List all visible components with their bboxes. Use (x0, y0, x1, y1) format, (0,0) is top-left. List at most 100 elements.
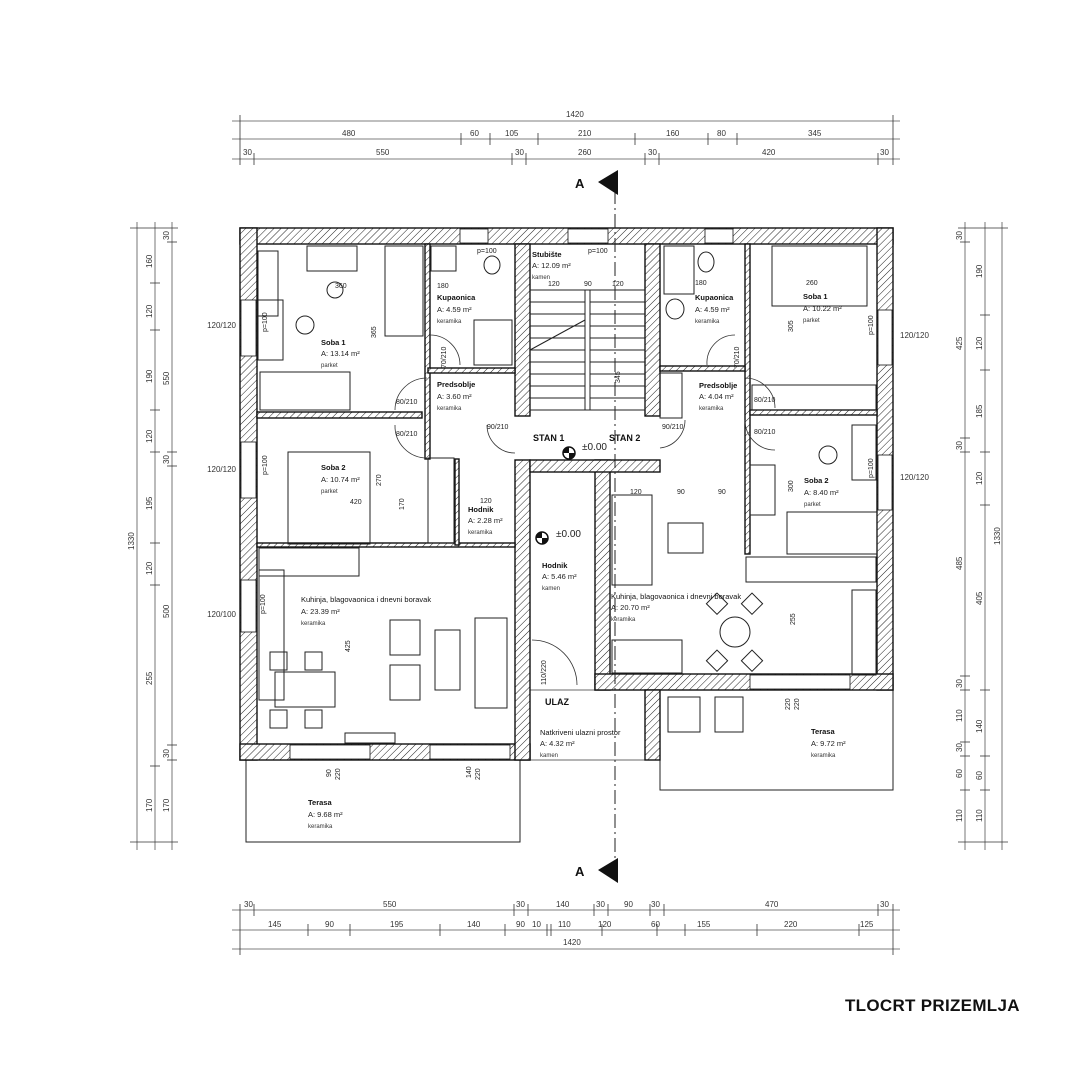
dim: 30 (955, 679, 964, 688)
dim: 90 (325, 920, 334, 929)
terraces (245, 689, 894, 843)
dim: 160 (145, 254, 154, 268)
dim: 140 (467, 920, 481, 929)
room-floor: keramika (437, 406, 462, 412)
room-name: Soba 2 (804, 476, 829, 485)
section-label: A (575, 864, 585, 879)
window-dim: 120/120 (900, 331, 929, 340)
dim: 220 (475, 768, 482, 780)
window-label: p=100 (262, 455, 269, 475)
window-dim: 120/100 (207, 610, 236, 619)
room-floor: keramika (301, 621, 326, 627)
dim: 195 (145, 496, 154, 510)
window-label: p=100 (262, 312, 269, 332)
room-floor: keramika (811, 753, 836, 759)
stairs (529, 289, 646, 411)
room-area: A: 2.28 m² (468, 516, 503, 525)
dim: 110 (955, 709, 964, 722)
dim: 105 (505, 129, 519, 138)
room-floor: keramika (611, 617, 636, 623)
dim: 140 (556, 900, 570, 909)
dim: 30 (516, 900, 525, 909)
dim: 210 (578, 129, 592, 138)
dim: 190 (145, 369, 154, 383)
room-name: Kupaonica (695, 293, 734, 302)
level-label: ±0.00 (556, 529, 581, 540)
dim: 195 (390, 920, 404, 929)
dim: 120 (975, 336, 984, 350)
dim: 120 (145, 561, 154, 575)
dim: 120 (145, 429, 154, 443)
dim: 480 (342, 129, 356, 138)
interior-dimensions: 360 365 180 270 420 170 120 425 120 90 1… (326, 280, 818, 780)
room-area: A: 8.40 m² (804, 488, 839, 497)
door-label: 90/210 (487, 424, 509, 431)
section-arrow-icon (598, 170, 618, 195)
dim: 90 (584, 281, 592, 288)
window-label: p=100 (868, 315, 875, 335)
room-labels: Soba 1 A: 13.14 m² parket Kupaonica A: 4… (301, 250, 846, 830)
room-area: A: 4.59 m² (695, 305, 730, 314)
room-hodnik-left: Hodnik A: 2.28 m² keramika (468, 505, 503, 536)
dim: 345 (615, 371, 622, 383)
dim: 60 (651, 920, 660, 929)
dim: 300 (788, 480, 795, 492)
dim: 185 (975, 404, 984, 418)
room-terasa-left: Terasa A: 9.68 m² keramika (308, 798, 343, 830)
room-terasa-right: Terasa A: 9.72 m² keramika (811, 727, 846, 759)
room-name: Kuhinja, blagovaonica i dnevni boravak (611, 592, 741, 601)
dim: 420 (762, 148, 776, 157)
dim: 110 (955, 809, 964, 822)
dim: 550 (383, 900, 397, 909)
door-label: 70/210 (734, 346, 741, 368)
room-predsoblje-right: Predsoblje A: 4.04 m² keramika (699, 381, 737, 412)
door-label: 80/210 (754, 397, 776, 404)
dim: 420 (350, 499, 362, 506)
level-label: ±0.00 (582, 442, 607, 453)
dim: 180 (695, 280, 707, 287)
dim: 120 (598, 920, 612, 929)
drawing-title: TLOCRT PRIZEMLJA (845, 996, 1020, 1015)
dim: 145 (268, 920, 282, 929)
dim: 170 (162, 798, 171, 812)
room-floor: parket (804, 502, 821, 508)
room-floor: parket (321, 489, 338, 495)
dim: 110 (558, 920, 571, 929)
dim: 30 (244, 900, 253, 909)
doors (394, 334, 776, 686)
room-kupaonica-right: Kupaonica A: 4.59 m² keramika (695, 293, 734, 325)
door-label: 70/210 (441, 346, 448, 368)
room-area: A: 4.32 m² (540, 739, 575, 748)
dim: 120 (975, 471, 984, 485)
room-kuhinja-right: Kuhinja, blagovaonica i dnevni boravak A… (611, 592, 741, 623)
room-name: Predsoblje (437, 380, 475, 389)
room-floor: kamen (542, 586, 560, 592)
room-name: Natkriveni ulazni prostor (540, 728, 621, 737)
room-area: A: 9.72 m² (811, 739, 846, 748)
dim: 30 (515, 148, 524, 157)
room-area: A: 9.68 m² (308, 810, 343, 819)
room-floor: keramika (308, 824, 333, 830)
room-name: Soba 1 (321, 338, 346, 347)
room-hodnik-center: Hodnik A: 5.46 m² kamen (542, 561, 577, 592)
dim: 10 (532, 920, 541, 929)
dim: 550 (162, 371, 171, 385)
window-labels: p=100 p=100 p=100 p=100 p=100 p=100 p=10… (260, 248, 875, 614)
dim: 30 (162, 455, 171, 464)
dim: 255 (145, 671, 154, 685)
dim: 365 (371, 326, 378, 338)
dim: 155 (697, 920, 711, 929)
dimensions-bottom: 30 550 30 140 30 90 30 470 30 145 90 195… (232, 900, 900, 955)
door-labels: 80/210 80/210 70/210 90/210 90/210 80/21… (396, 346, 776, 685)
dim: 120 (612, 281, 624, 288)
dim-total-top: 1420 (566, 110, 584, 119)
dim: 90 (624, 900, 633, 909)
room-area: A: 20.70 m² (611, 603, 650, 612)
dim: 485 (955, 556, 964, 570)
dim: 260 (806, 280, 818, 287)
dim: 30 (651, 900, 660, 909)
room-floor: keramika (468, 530, 493, 536)
window-dim: 120/120 (900, 473, 929, 482)
dim: 170 (399, 498, 406, 510)
